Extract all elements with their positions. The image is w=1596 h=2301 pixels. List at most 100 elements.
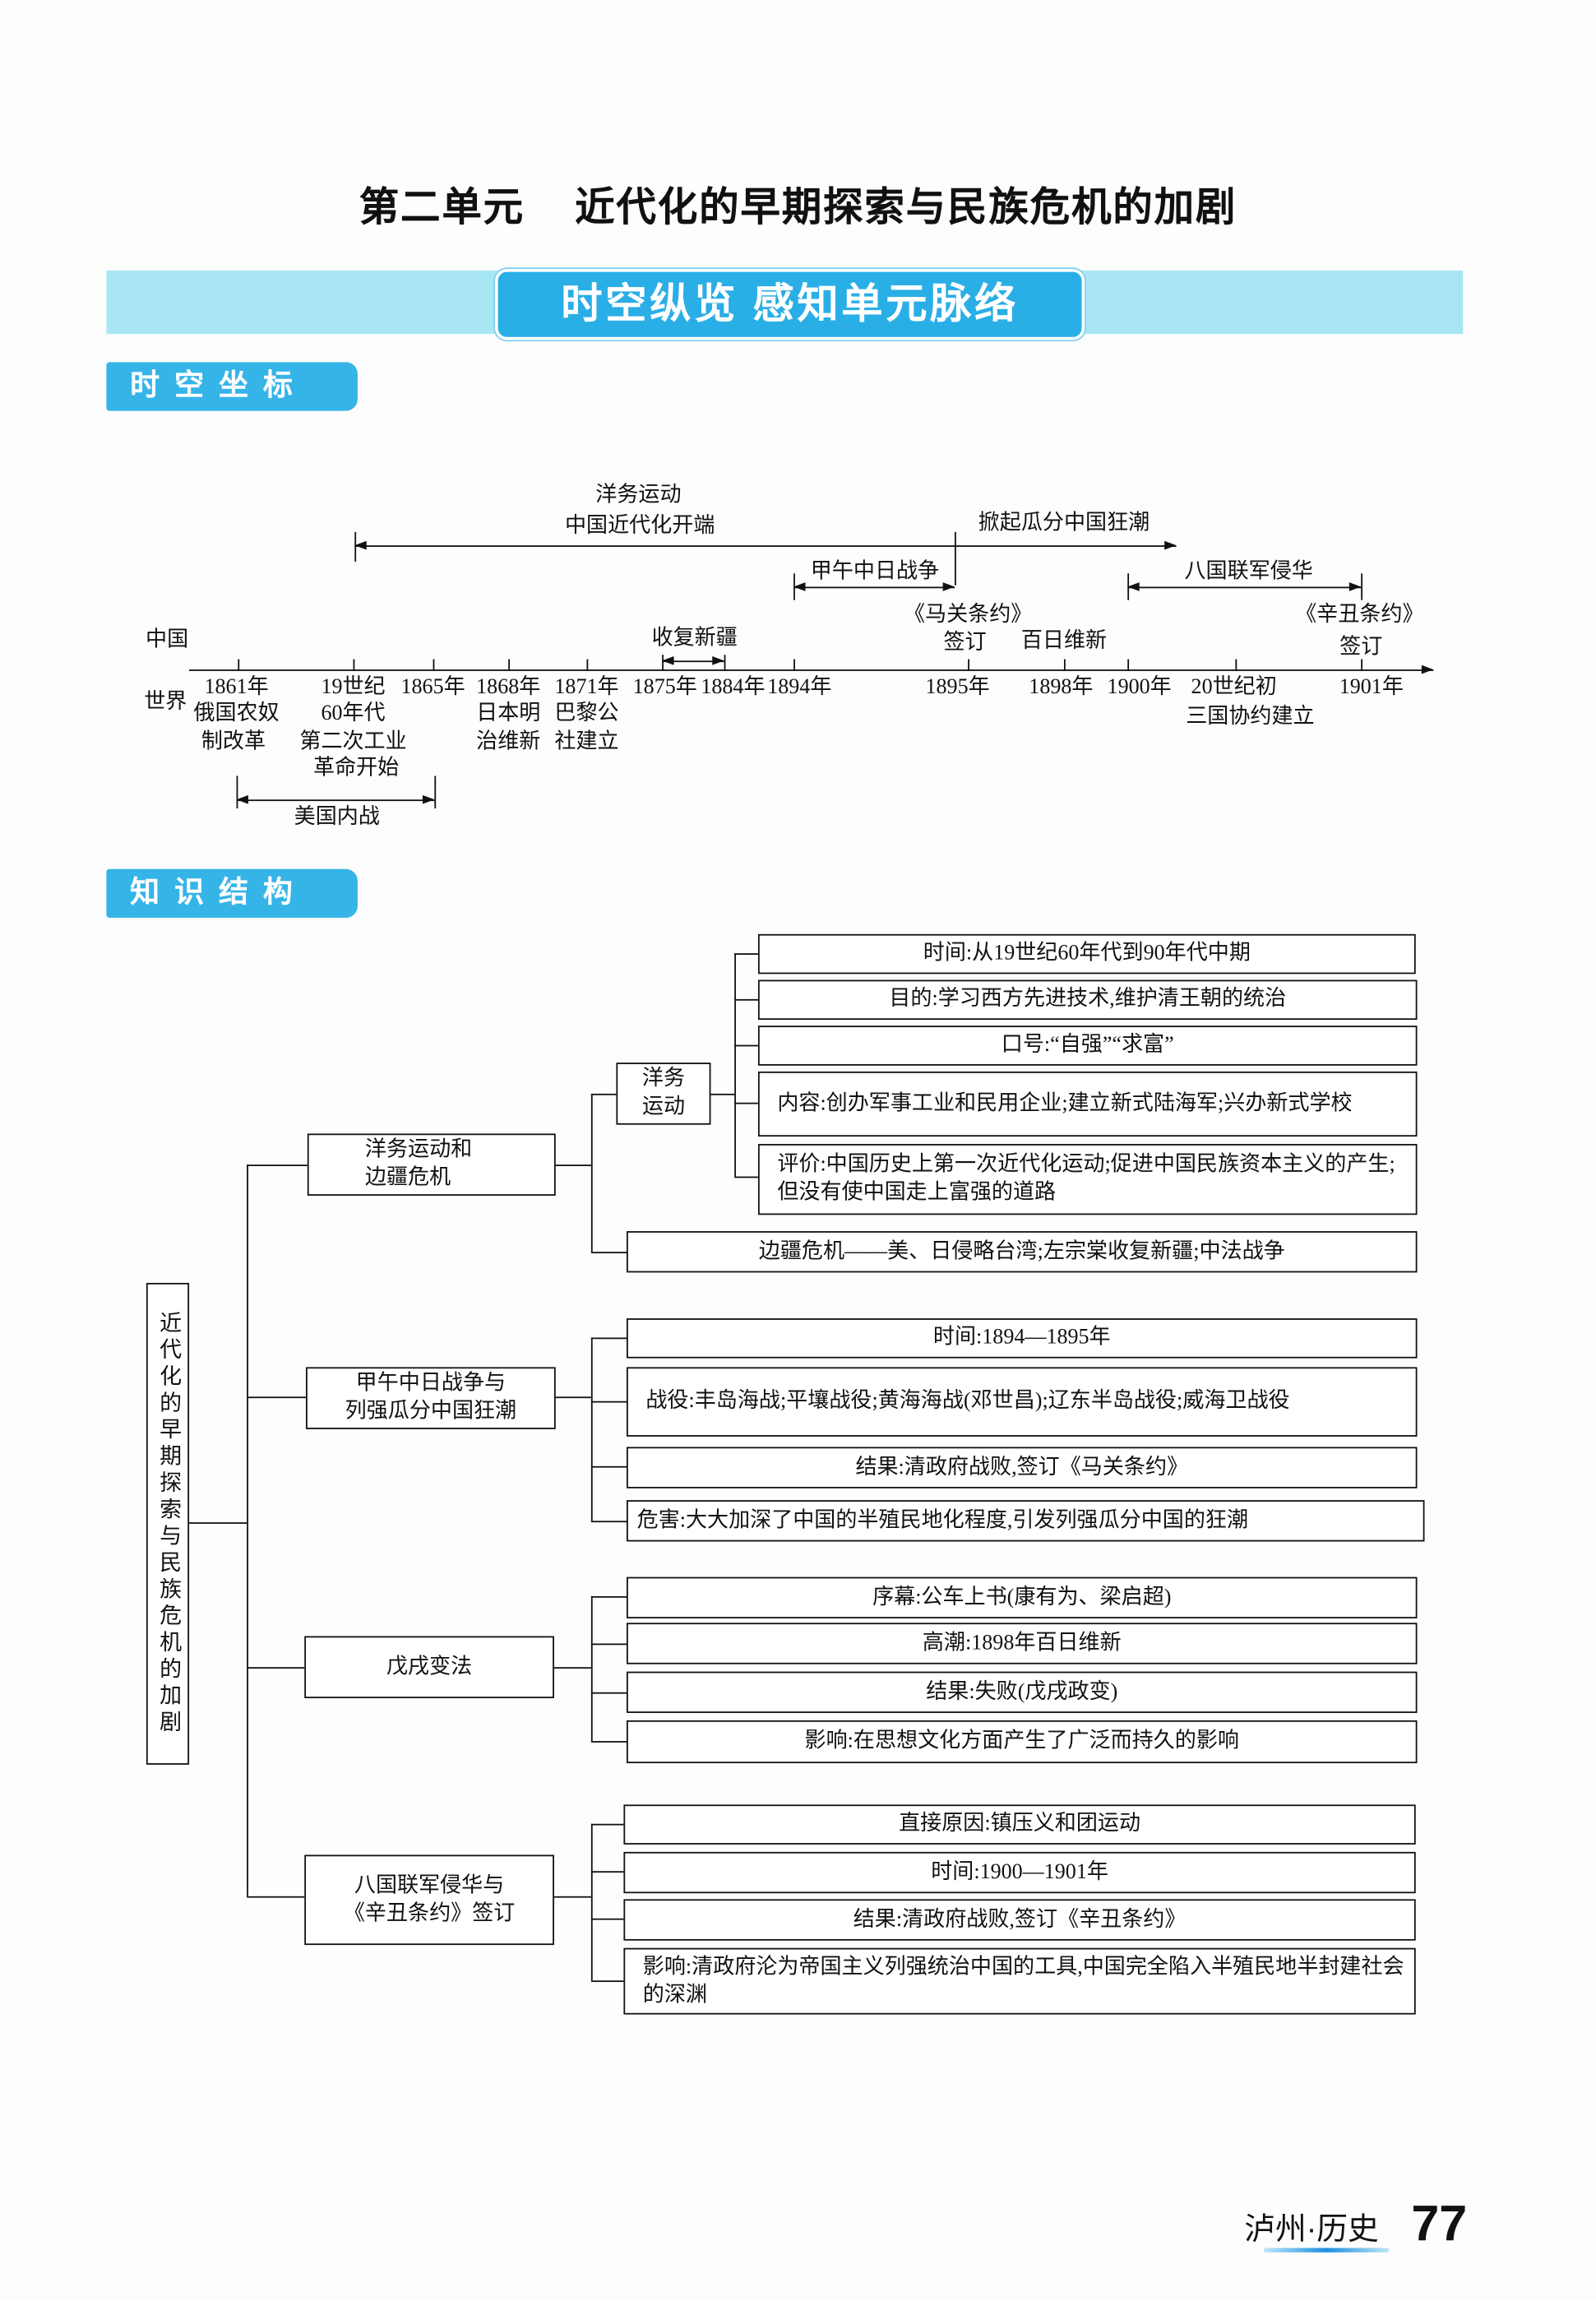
event-label: 三国协约建立 (1186, 705, 1315, 729)
page-number: 77 (1411, 2196, 1468, 2252)
connector (734, 998, 758, 1001)
branch-label: 洋务运动和 (364, 1137, 473, 1162)
unit-title: 第二单元近代化的早期探索与民族危机的加剧 (0, 174, 1596, 232)
section-tag-structure: 知识结构 (106, 868, 358, 919)
tick-label: 1894年 (767, 675, 832, 700)
tick-label: 1901年 (1339, 675, 1404, 700)
leaf-box: 结果:清政府战败,签订《马关条约》 (627, 1447, 1418, 1488)
connector (553, 1667, 591, 1669)
tick (724, 655, 726, 671)
connector (590, 1823, 624, 1826)
tick (1361, 659, 1363, 671)
branch-label: 八国联军侵华与 (354, 1873, 505, 1897)
leaf-box: 结果:清政府战败,签订《辛丑条约》 (623, 1899, 1416, 1941)
connector (590, 1595, 593, 1742)
tick-label: 1875年 (632, 675, 697, 700)
event-label: 社建立 (554, 729, 619, 754)
event-label: 百日维新 (1020, 629, 1108, 654)
leaf-box: 时间:从19世纪60年代到90年代中期 (757, 933, 1416, 975)
branch-jiawu: 甲午中日战争与 列强瓜分中国狂潮 (306, 1367, 556, 1429)
leaf-box: 目的:学习西方先进技术,维护清王朝的统治 (757, 979, 1418, 1021)
row-label-china: 中国 (146, 627, 189, 652)
event-label: 第二次工业 (299, 729, 407, 754)
leaf-box: 时间:1894—1895年 (627, 1318, 1418, 1359)
leaf-box: 时间:1900—1901年 (623, 1851, 1416, 1894)
tick (1235, 659, 1237, 671)
event-label: 签订 (1339, 635, 1383, 660)
connector (734, 953, 737, 1177)
connector (247, 1164, 308, 1166)
event-label: 日本明 (476, 701, 541, 726)
tick-label: 1865年 (400, 675, 465, 700)
connector (590, 1871, 624, 1873)
tick (238, 659, 240, 671)
leaf-box: 战役:丰岛海战;平壤战役;黄海海战(邓世昌);辽东半岛战役;威海卫战役 (627, 1367, 1418, 1437)
connector (590, 1401, 627, 1403)
connector (555, 1396, 591, 1399)
tick-label: 1884年 (701, 675, 766, 700)
sub-label: 运动 (641, 1095, 686, 1119)
event-label: 甲午中日战争 (810, 560, 940, 584)
leaf-box: 高潮:1898年百日维新 (627, 1623, 1418, 1664)
tree-root: 近代化的早期探索与民族危机的加剧 (146, 1282, 190, 1765)
connector (734, 1102, 758, 1104)
connector (590, 1465, 627, 1468)
event-label: 俄国农奴 (193, 701, 280, 726)
connector (590, 1918, 624, 1920)
connector (247, 1896, 305, 1898)
unit-name: 近代化的早期探索与民族危机的加剧 (575, 184, 1237, 229)
branch-label: 边疆危机 (364, 1165, 451, 1190)
span-marker (954, 531, 956, 586)
connector (590, 1252, 627, 1254)
tick-label: 19世纪 (321, 675, 386, 700)
connector (590, 1521, 627, 1523)
event-label: 治维新 (476, 729, 541, 754)
xinjiang-span-arrow (662, 655, 724, 664)
decorative-underline (1263, 2248, 1390, 2252)
leaf-box: 影响:在思想文化方面产生了广泛而持久的影响 (627, 1720, 1418, 1764)
event-label: 八国联军侵华 (1184, 560, 1313, 584)
leaf-box: 影响:清政府沦为帝国主义列强统治中国的工具,中国完全陷入半殖民地半封建社会的深渊 (623, 1947, 1416, 2015)
connector (590, 1980, 624, 1983)
connector (590, 1093, 593, 1252)
tick-label: 1900年 (1107, 675, 1172, 700)
event-label: 美国内战 (294, 805, 380, 830)
span-marker (236, 775, 238, 809)
event-label: 洋务运动 (595, 483, 682, 507)
civil-war-span-arrow (236, 794, 435, 803)
jiawu-span-arrow (793, 581, 955, 590)
span-marker (434, 775, 437, 809)
tick-label: 1895年 (925, 675, 990, 700)
event-label: 收复新疆 (651, 627, 738, 650)
connector (590, 1823, 593, 1981)
sub-yangwu: 洋务 运动 (616, 1063, 711, 1125)
tick-label: 1861年 (204, 675, 269, 700)
leaf-box: 内容:创办军事工业和民用企业;建立新式陆海军;兴办新式学校 (757, 1071, 1418, 1137)
tick (433, 659, 435, 671)
connector (590, 1337, 627, 1340)
connector (247, 1667, 305, 1669)
event-label: 《马关条约》 (903, 603, 1033, 627)
tick (1063, 659, 1066, 671)
connector (247, 1164, 248, 1896)
banner-title: 时空纵览 感知单元脉络 (495, 269, 1085, 340)
connector (710, 1093, 735, 1095)
connector (247, 1396, 307, 1399)
span-marker (1361, 573, 1363, 600)
tick-label: 1898年 (1029, 675, 1094, 700)
event-label: 巴黎公 (554, 701, 619, 726)
connector (590, 1741, 627, 1743)
leaf-box: 危害:大大加深了中国的半殖民地化程度,引发列强瓜分中国的狂潮 (627, 1500, 1425, 1542)
event-label: 《辛丑条约》 (1295, 603, 1424, 627)
branch-yangwu: 洋务运动和 边疆危机 (307, 1133, 556, 1196)
leaf-box: 直接原因:镇压义和团运动 (623, 1804, 1416, 1845)
leaf-box: 序幕:公车上书(康有为、梁启超) (627, 1576, 1418, 1618)
event-label: 60年代 (321, 701, 386, 726)
yangwu-span-arrow (354, 539, 955, 549)
tick-label: 20世纪初 (1191, 675, 1277, 700)
leaf-box: 边疆危机——美、日侵略台湾;左宗棠收复新疆;中法战争 (627, 1231, 1418, 1273)
event-label: 掀起瓜分中国狂潮 (978, 511, 1150, 535)
tick (586, 659, 589, 671)
event-label: 签订 (943, 631, 987, 655)
sub-label: 洋务 (641, 1067, 686, 1091)
